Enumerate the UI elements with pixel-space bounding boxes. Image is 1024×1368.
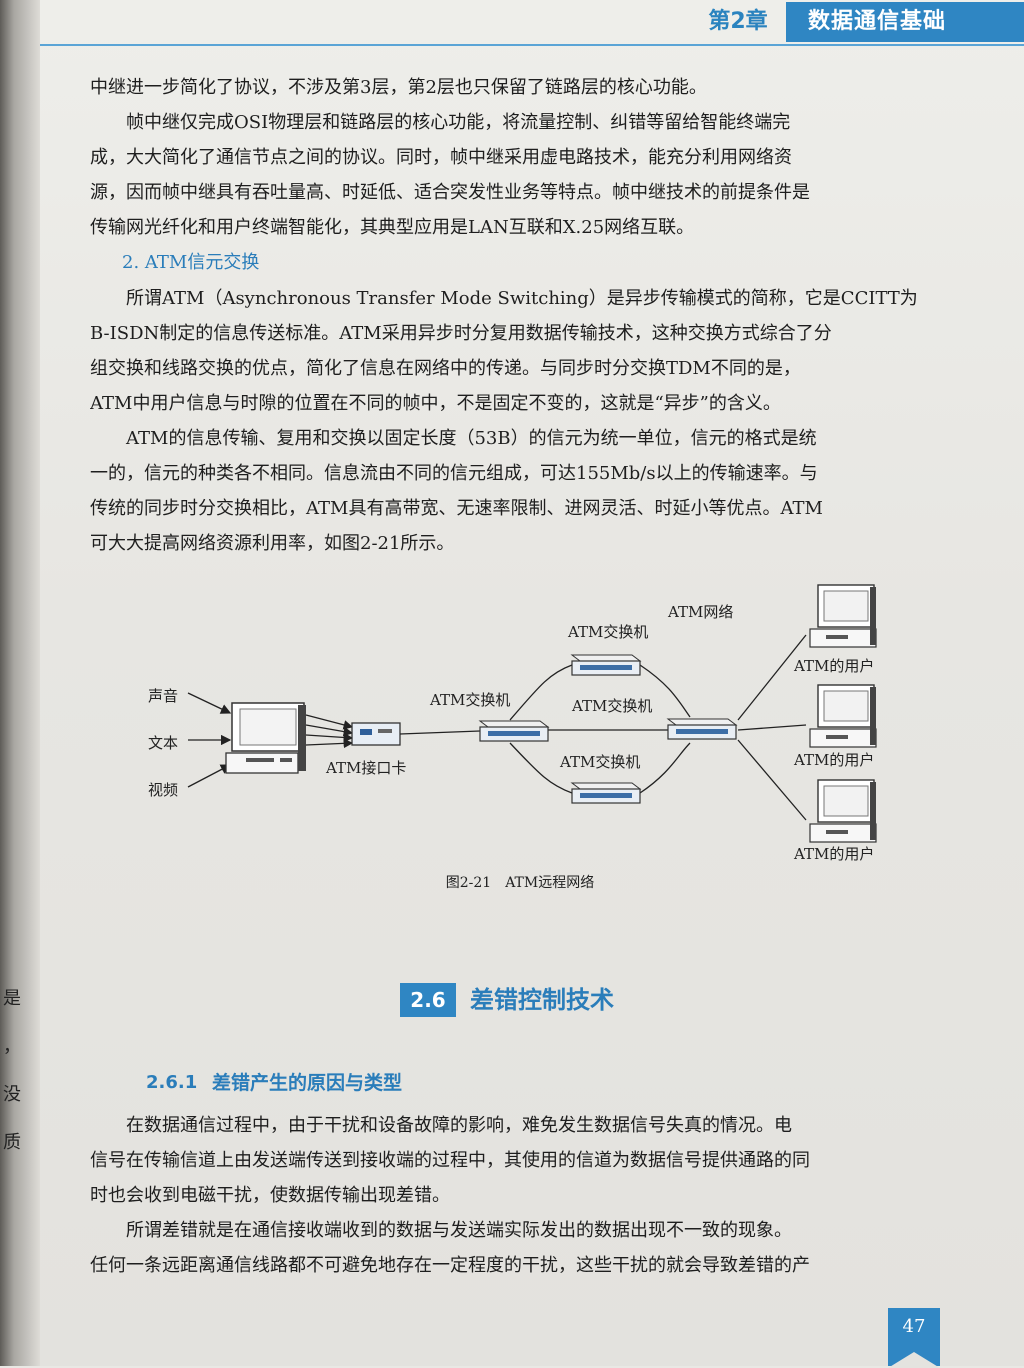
switch-label-bottom: ATM交换机 [560, 753, 641, 771]
text-line: 任何一条远距离通信线路都不可避免地存在一定程度的干扰，这些干扰的就会导致差错的产 [90, 1255, 810, 1276]
left-fragment: ， [3, 1036, 21, 1057]
subsection-number: 2.6.1 [146, 1072, 198, 1093]
text-line: 传统的同步时分交换相比，ATM具有高带宽、无速率限制、进网灵活、时延小等优点。A… [90, 498, 823, 519]
left-fragment: 是 [3, 988, 21, 1009]
text-line: B-ISDN制定的信息传送标准。ATM采用异步时分复用数据传输技术，这种交换方式… [90, 323, 832, 344]
atm-switch-icon [570, 654, 642, 676]
atm-interface-card-icon [351, 722, 401, 746]
figure-caption: 图2-21 ATM远程网络 [445, 875, 595, 891]
network-label: ATM网络 [668, 603, 734, 621]
subsection-title: 差错产生的原因与类型 [212, 1072, 403, 1094]
left-page-fragments: 是 ， 没 质 [0, 975, 24, 1167]
text-line: 传输网光纤化和用户终端智能化，其典型应用是LAN互联和X.25网络互联。 [90, 217, 695, 238]
text-line: 所谓差错就是在通信接收端收到的数据与发送端实际发出的数据出现不一致的现象。 [126, 1220, 792, 1241]
switch-label-entry: ATM交换机 [430, 691, 511, 709]
text-line: 一的，信元的种类各不相同。信息流由不同的信元组成，可达155Mb/s以上的传输速… [90, 463, 818, 484]
atm-user-computer-icon [809, 779, 877, 843]
text-line: 中继进一步简化了协议，不涉及第3层，第2层也只保留了链路层的核心功能。 [90, 77, 707, 98]
text-line: 在数据通信过程中，由于干扰和设备故障的影响，难免发生数据信号失真的情况。电 [126, 1115, 792, 1136]
arrow-video [187, 764, 232, 788]
atm-switch-icon [666, 718, 738, 740]
header-rule [40, 44, 1024, 46]
text-line: 时也会收到电磁干扰，使数据传输出现差错。 [90, 1185, 450, 1206]
left-fragment: 没 [3, 1084, 21, 1105]
atm-switch-icon [478, 720, 550, 742]
input-label-text: 文本 [148, 734, 179, 752]
text-line: 可大大提高网络资源利用率，如图2-21所示。 [90, 533, 455, 554]
atm-diagram [187, 584, 877, 843]
user-label-2: ATM的用户 [794, 751, 875, 769]
section-title: 差错控制技术 [470, 986, 614, 1014]
top-paragraphs: 中继进一步简化了协议，不涉及第3层，第2层也只保留了链路层的核心功能。 帧中继仅… [90, 70, 960, 561]
text-line: 所谓ATM（Asynchronous Transfer Mode Switchi… [126, 288, 918, 309]
user-label-3: ATM的用户 [794, 845, 875, 863]
text-line: 成，大大简化了通信节点之间的协议。同时，帧中继采用虚电路技术，能充分利用网络资 [90, 147, 792, 168]
atm-user-computer-icon [809, 684, 877, 748]
text-line: ATM的信息传输、复用和交换以固定长度（53B）的信元为统一单位，信元的格式是统 [126, 428, 817, 449]
text-line: 组交换和线路交换的优点，简化了信息在网络中的传递。与同步时分交换TDM不同的是， [90, 358, 801, 379]
input-label-video: 视频 [148, 781, 179, 799]
switch-label-middle: ATM交换机 [572, 697, 653, 715]
book-gutter-edge [0, 0, 40, 1366]
section-number: 2.6 [400, 983, 456, 1017]
text-line: 帧中继仅完成OSI物理层和链路层的核心功能，将流量控制、纠错等留给智能终端完 [126, 112, 791, 133]
arrow-sound [187, 692, 232, 714]
text-line: 源，因而帧中继具有吞吐量高、时延低、适合突发性业务等特点。帧中继技术的前提条件是 [90, 182, 810, 203]
header-title: 数据通信基础 [786, 2, 1024, 42]
text-line: ATM中用户信息与时隙的位置在不同的帧中，不是固定不变的，这就是“异步”的含义。 [90, 393, 781, 414]
switch-label-top: ATM交换机 [568, 623, 649, 641]
input-label-sound: 声音 [148, 687, 179, 705]
bottom-paragraphs: 在数据通信过程中，由于干扰和设备故障的影响，难免发生数据信号失真的情况。电 信号… [90, 1108, 960, 1283]
source-computer-icon [225, 702, 306, 774]
header-chapter: 第2章 [708, 9, 768, 34]
text-line: 信号在传输信道上由发送端传送到接收端的过程中，其使用的信道为数据信号提供通路的同 [90, 1150, 810, 1171]
page-number: 47 [902, 1316, 926, 1337]
left-fragment: 质 [3, 1132, 21, 1153]
atm-user-computer-icon [809, 584, 877, 648]
atm-subheading: 2. ATM信元交换 [122, 252, 260, 273]
interface-card-label: ATM接口卡 [326, 759, 407, 777]
page-number-notch [888, 1352, 940, 1368]
user-label-1: ATM的用户 [794, 657, 875, 675]
atm-network-figure: 声音 文本 视频 ATM接口卡 ATM网络 ATM交换机 ATM交换机 ATM交… [130, 575, 910, 905]
atm-switch-icon [570, 782, 642, 804]
